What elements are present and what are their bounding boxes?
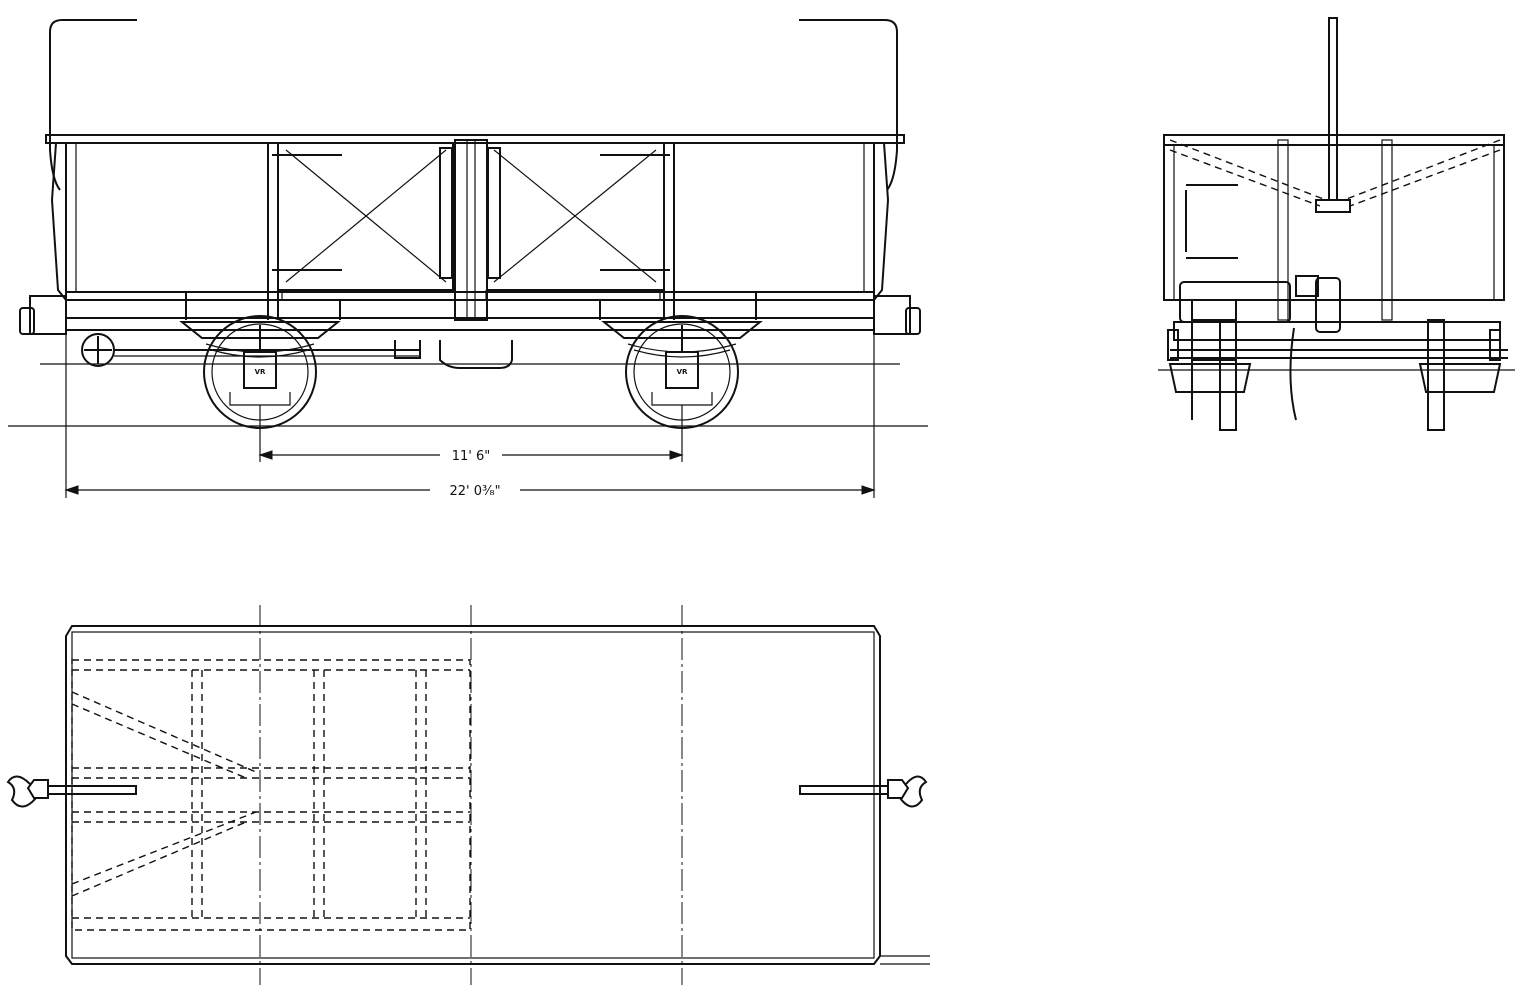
wheelbase-dimension: 11' 6": [258, 449, 684, 464]
end-elevation: [1158, 17, 1515, 431]
wagon-body: [65, 143, 875, 301]
left-axlebox-mark: VR: [255, 368, 266, 376]
left-coupler: [6, 775, 137, 808]
plan-view: [6, 605, 930, 985]
right-axlebox-mark: VR: [677, 368, 688, 376]
right-buffer: [905, 307, 921, 335]
right-door: [485, 142, 670, 301]
end-left-wheel: [1219, 319, 1237, 431]
right-leaf-spring: [601, 321, 763, 339]
wheelbase-label: 11' 6": [452, 449, 491, 464]
right-hand-rail: [799, 19, 898, 191]
door-post: [454, 139, 488, 321]
brake-standard: [1328, 17, 1338, 201]
left-buffer: [19, 307, 35, 335]
right-headstock: [873, 295, 911, 335]
overall-length-label: 22' 0³⁄₈": [449, 484, 500, 499]
left-door: [272, 142, 456, 301]
underframe-hidden-lines: [71, 659, 471, 931]
end-right-wheel: [1427, 319, 1445, 431]
right-coupler: [799, 775, 928, 808]
left-hand-rail: [49, 19, 137, 191]
left-leaf-spring: [179, 321, 341, 339]
overall-length-dimension: 22' 0³⁄₈": [64, 484, 876, 499]
right-wheelset: VR: [601, 315, 763, 429]
side-elevation: VR VR 11' 6": [8, 19, 928, 499]
plan-outline: [65, 625, 881, 965]
left-headstock: [29, 295, 67, 335]
brake-wheel: [81, 333, 115, 367]
end-top-rail: [1163, 134, 1505, 146]
